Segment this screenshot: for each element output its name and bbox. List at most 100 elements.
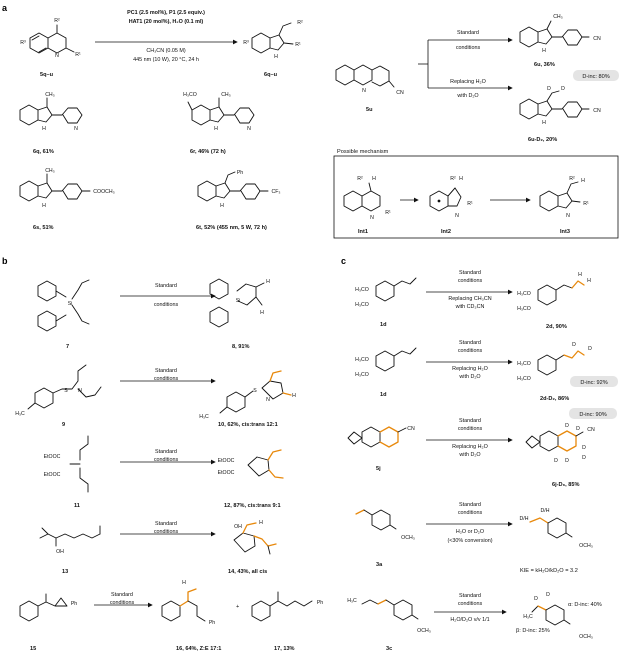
d-2d-b: D [588, 346, 592, 352]
n-6r: N [247, 126, 251, 132]
dh-3a-a: D/H [520, 516, 529, 522]
label-3a: 3a [376, 562, 383, 568]
d-inc-6u: D-inc: 80% [582, 74, 609, 80]
d-6j-f: D [554, 458, 558, 464]
structure-5j [347, 426, 407, 448]
ph-17: Ph [317, 600, 323, 606]
label-8: 8, 91% [232, 344, 249, 350]
h-10: H [292, 393, 296, 399]
h3co-2dd-1: H₃CO [517, 361, 531, 367]
och3-3c: OCH₃ [417, 628, 431, 634]
cond-1d-a-3: Replacing CH₃CN [448, 296, 491, 302]
label-16: 16, 64%, Z:E 17:1 [176, 646, 221, 652]
structure-int2 [429, 187, 462, 212]
label-2d-d2: 2d-D₂, 86% [540, 396, 569, 402]
cond-3a-3: H₂O or D₂O [456, 529, 484, 535]
d-3c-b: D [546, 592, 550, 598]
mechanism-title: Possible mechanism [337, 149, 389, 155]
nh-6q: H [42, 126, 46, 132]
d-inc-badge-6u [573, 70, 619, 81]
och3-3c-product: OCH₃ [579, 634, 593, 640]
h-14: H [259, 520, 263, 526]
cond-1d-a-1: Standard [459, 270, 481, 276]
structure-6q-u [251, 22, 294, 54]
label-11: 11 [74, 503, 80, 509]
label-1d-b: 1d [380, 392, 387, 398]
structure-int1 [343, 182, 381, 212]
structure-5u [335, 64, 395, 88]
structure-6s [19, 173, 91, 202]
d-inc-6j: D-inc: 90% [579, 412, 606, 418]
d-inc-2d: D-inc: 92% [580, 380, 607, 386]
ch3-6q: CH₃ [45, 92, 55, 98]
cond-7-2: conditions [154, 302, 179, 308]
lower-cond-2: with D₂O [456, 93, 478, 99]
structure-9 [27, 364, 102, 410]
panel-label-c: c [341, 256, 346, 266]
panel-label-b: b [2, 256, 8, 266]
cond-5j-3: Replacing H₂O [452, 444, 488, 450]
structure-6t [197, 171, 269, 202]
nh-6t: H [220, 203, 224, 209]
structure-6u-d2 [519, 90, 590, 120]
label-6u-d2: 6u-D₂, 20% [528, 137, 557, 143]
label-6j-d6: 6j-D₆, 85% [552, 482, 579, 488]
structure-1d-b [375, 347, 417, 372]
cond-5j-4: with D₂O [458, 452, 480, 458]
d2-6u: D [561, 86, 565, 92]
structure-14 [233, 522, 277, 555]
cooch3-6s: COOCH₃ [93, 189, 114, 195]
nh-product-label: H [274, 54, 278, 60]
h-2d-b: H [587, 278, 591, 284]
mechanism-box [333, 155, 619, 239]
label-6s: 6s, 51% [33, 225, 54, 231]
kie-text: KIE = kH₂O/kD₂O = 3.2 [520, 568, 578, 574]
label-6u: 6u, 36% [534, 62, 555, 68]
n-6q: N [74, 126, 78, 132]
ph-16: Ph [209, 620, 215, 626]
h3co-2dd-2: H₃CO [517, 376, 531, 382]
cond-3c-2: conditions [458, 601, 483, 607]
structure-15 [19, 593, 68, 622]
ph-6t: Ph [237, 170, 243, 176]
structure-10 [219, 370, 292, 414]
d-6j-c: D [582, 445, 586, 451]
cond-5j-1: Standard [459, 418, 481, 424]
h3c-9: H₃C [15, 411, 25, 417]
cond-11-2: conditions [154, 457, 179, 463]
cf3-6t: CF₃ [271, 189, 280, 195]
label-6t: 6t, 52% (455 nm, 5 W, 72 h) [196, 225, 267, 231]
cond-13-1: Standard [155, 521, 177, 527]
cond-3c-1: Standard [459, 593, 481, 599]
label-10: 10, 62%, cis:trans 12:1 [218, 422, 278, 428]
int2-r2: R² [450, 176, 456, 182]
int2-n: N [455, 213, 459, 219]
structure-6r [187, 97, 255, 126]
n-label: N [55, 53, 59, 59]
structure-5q-u [29, 24, 75, 54]
structure-3c [361, 599, 419, 621]
cn-6j: CN [587, 427, 595, 433]
nh-6r: H [214, 126, 218, 132]
label-6q: 6q, 61% [33, 149, 54, 155]
cond-1d-b-2: conditions [458, 348, 483, 354]
label-5u: 5u [366, 107, 373, 113]
r1-product-label: R¹ [295, 42, 301, 48]
product-6q-u-label: 6q–u [264, 72, 278, 78]
cond-solvent: CH₃CN (0.05 M) [146, 48, 186, 54]
h3co-1d-a2: H₃CO [355, 302, 369, 308]
int3-r1: R¹ [583, 201, 589, 207]
label-3c: 3c [386, 646, 392, 652]
int1-n: N [370, 215, 374, 221]
structure-1d-a [375, 277, 417, 302]
cond-reagents-2: HAT1 (20 mol%), H₂O (0.1 ml) [129, 19, 204, 25]
int3-label: Int3 [560, 229, 570, 235]
int1-h: H [372, 176, 376, 182]
cond-light: 445 nm (10 W), 20 °C, 24 h [133, 57, 199, 63]
label-5j: 5j [376, 466, 381, 472]
r2-label: R² [54, 18, 60, 24]
s-9: S [64, 388, 68, 394]
cond-3a-2: conditions [458, 510, 483, 516]
cond-3c-3: H₂O/D₂O v/v 1/1 [450, 617, 489, 623]
